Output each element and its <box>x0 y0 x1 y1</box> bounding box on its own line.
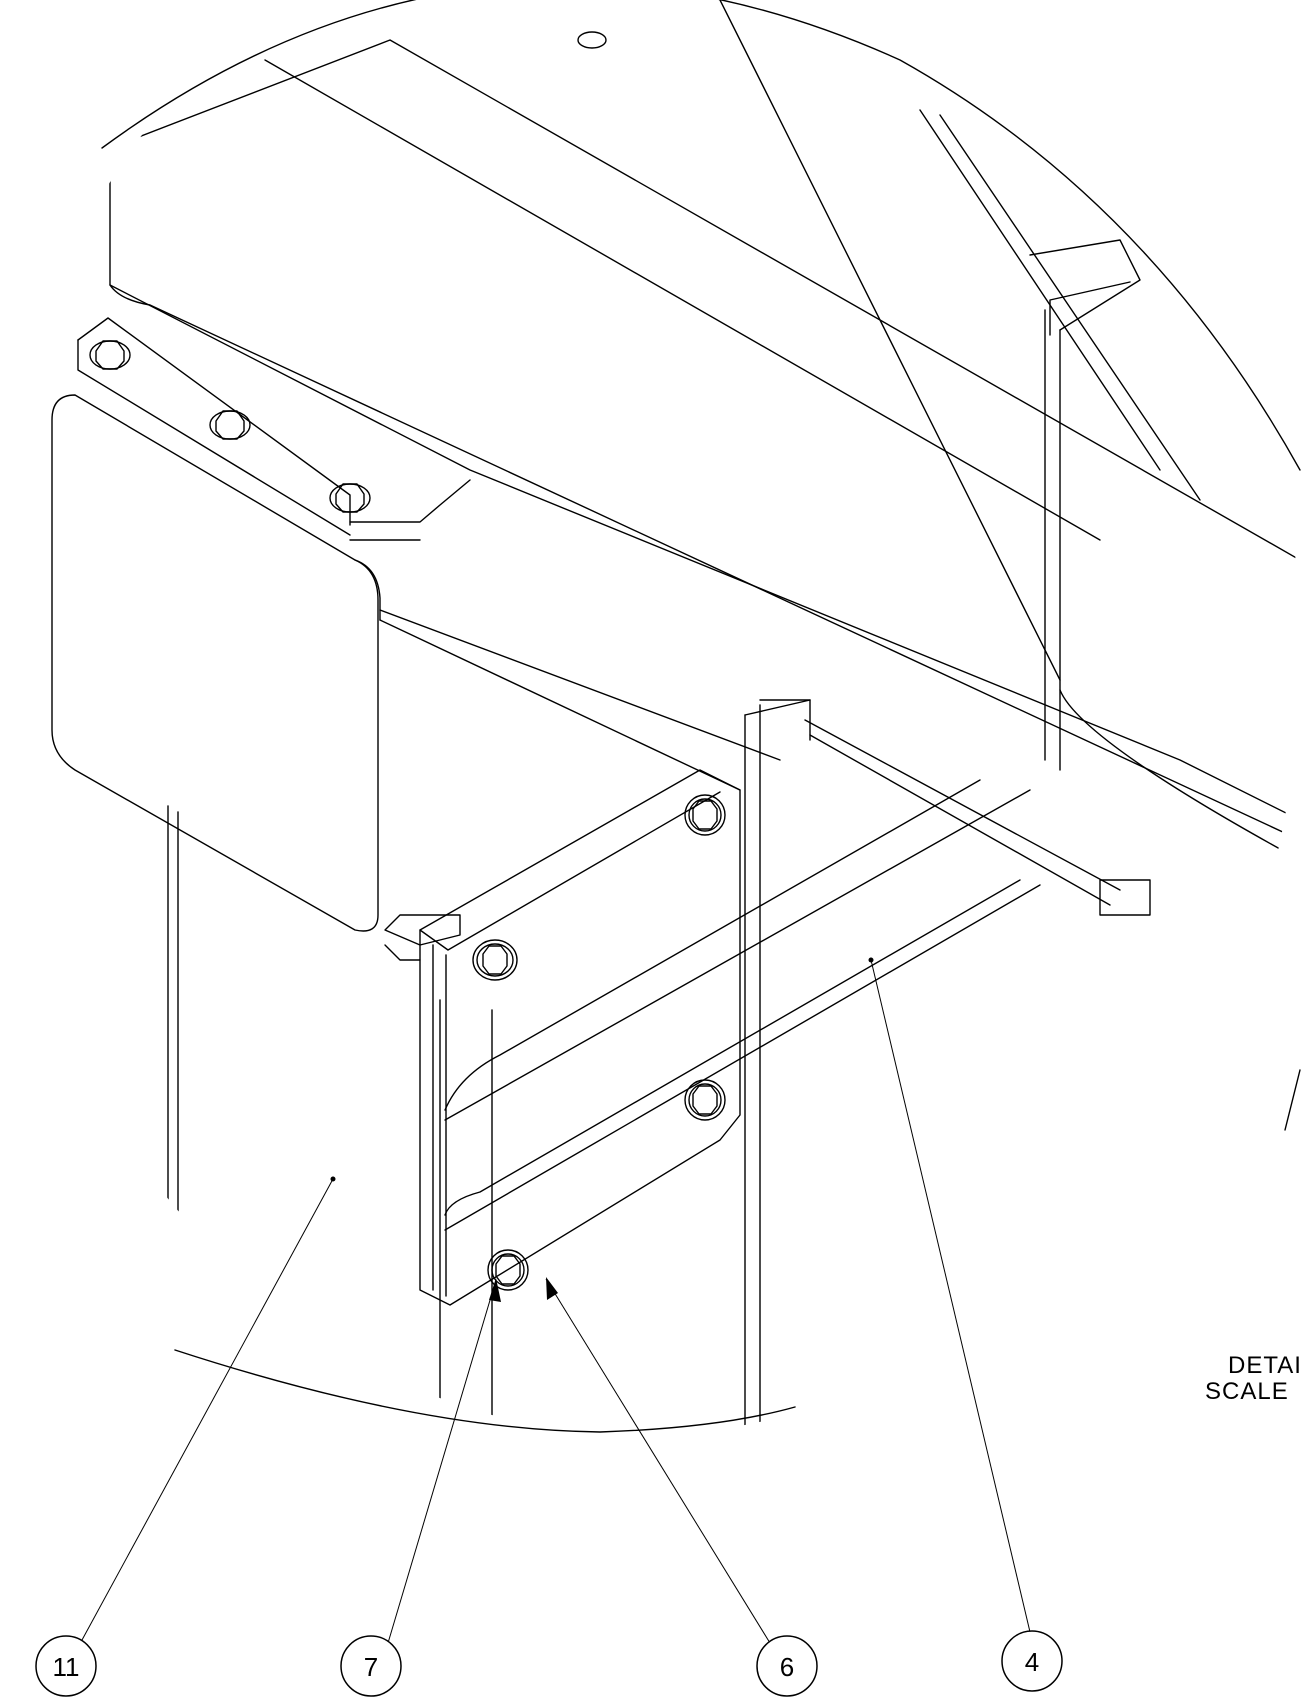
mounting-plate <box>419 699 1151 1306</box>
detail-boundary-arc-right <box>1284 1069 1301 1131</box>
detail-label-line2: SCALE <box>1205 1378 1289 1405</box>
leader-line-4 <box>870 959 1031 1633</box>
balloon-7: 7 <box>340 1635 402 1697</box>
balloon-11: 11 <box>35 1635 97 1697</box>
vertical-post <box>167 699 811 1435</box>
balloon-4-label: 4 <box>1025 1647 1039 1677</box>
left-end-plate <box>51 317 781 932</box>
assembly-geometry <box>51 0 1300 1435</box>
upper-beam <box>109 0 1300 861</box>
detail-boundary-arc-bottom <box>174 1349 796 1433</box>
arrowhead-6 <box>546 1277 558 1300</box>
leader-line-11 <box>81 1178 334 1641</box>
balloon-7-label: 7 <box>364 1652 378 1682</box>
top-plate-bolts <box>89 340 471 541</box>
arrowhead-7 <box>489 1278 501 1302</box>
balloon-4: 4 <box>1001 1630 1063 1692</box>
balloon-11-label: 11 <box>53 1652 80 1682</box>
detail-label-line1: DETAI <box>1228 1352 1302 1379</box>
leader-line-6 <box>545 1278 771 1644</box>
leader-line-7 <box>387 1279 497 1644</box>
plate-bolts <box>384 794 726 1291</box>
balloon-6: 6 <box>756 1635 818 1697</box>
detail-boundary-arc-top <box>101 0 1301 471</box>
balloon-6-label: 6 <box>780 1652 794 1682</box>
